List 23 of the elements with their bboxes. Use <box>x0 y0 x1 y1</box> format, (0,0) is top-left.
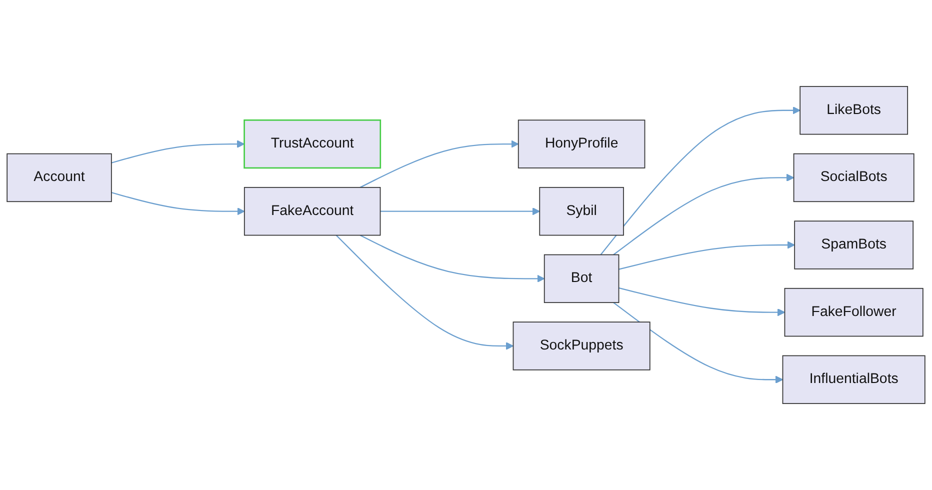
arrow <box>360 234 545 283</box>
arrow <box>380 207 540 216</box>
node-box: FakeFollower <box>784 288 924 337</box>
arrow <box>618 287 786 316</box>
arrow <box>613 174 794 256</box>
node-box: SpamBots <box>794 220 914 270</box>
node-box: SocialBots <box>793 153 914 202</box>
arrow <box>600 106 800 256</box>
node-box: Sybil <box>539 186 624 236</box>
node-box: LikeBots <box>800 86 908 135</box>
node-box: Account <box>6 153 112 202</box>
node-box: HonyProfile <box>518 120 646 168</box>
arrow <box>111 192 245 216</box>
arrow <box>336 234 514 350</box>
node-box: SockPuppets <box>512 322 650 370</box>
node-box: InfluentialBots <box>782 355 926 404</box>
arrow <box>618 241 795 270</box>
node-box: TrustAccount <box>244 119 382 169</box>
arrow <box>613 302 784 384</box>
arrow <box>111 140 245 164</box>
node-box: Bot <box>544 254 620 304</box>
node-box: FakeAccount <box>244 186 381 236</box>
arrow <box>360 140 519 188</box>
